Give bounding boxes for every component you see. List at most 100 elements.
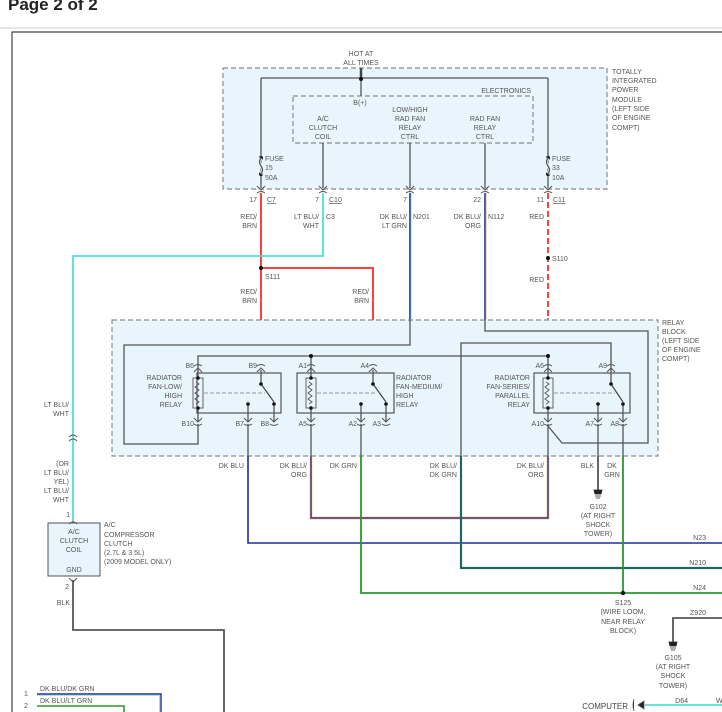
svg-text:W: W <box>716 698 722 705</box>
svg-text:SHOCK: SHOCK <box>586 522 611 529</box>
svg-text:SHOCK: SHOCK <box>661 673 686 680</box>
svg-text:RED: RED <box>529 277 544 284</box>
svg-text:7: 7 <box>403 197 407 204</box>
svg-text:A10: A10 <box>532 421 545 428</box>
wire-labels-bottom: DK BLU DK BLU/ORG DK GRN DK BLU/DK GRN D… <box>24 463 722 710</box>
header-divider <box>0 27 722 29</box>
svg-text:(AT RIGHT: (AT RIGHT <box>656 664 691 671</box>
svg-text:N201: N201 <box>413 214 430 221</box>
relay-fan-low-high <box>192 364 282 426</box>
svg-text:DK BLU/: DK BLU/ <box>380 214 407 221</box>
svg-text:RELAY: RELAY <box>662 320 685 327</box>
svg-text:A3: A3 <box>372 421 381 428</box>
svg-text:N24: N24 <box>693 585 706 592</box>
wire-n210 <box>459 456 722 570</box>
svg-text:TOWER): TOWER) <box>659 683 687 690</box>
svg-text:BRN: BRN <box>242 298 257 305</box>
svg-text:LT BLU/: LT BLU/ <box>44 470 69 477</box>
svg-text:OF ENGINE: OF ENGINE <box>612 115 651 122</box>
svg-text:RADIATOR: RADIATOR <box>146 375 182 382</box>
relay-block-internal-wiring <box>123 320 649 456</box>
svg-text:LT GRN: LT GRN <box>382 223 407 230</box>
svg-text:COMPT): COMPT) <box>612 125 640 132</box>
svg-text:FUSE: FUSE <box>552 156 571 163</box>
power-label: HOT AT <box>349 51 374 58</box>
relay-pin-labels: B6 B9 A1 A4 A6 A9 B10 B7 B8 A5 A2 A3 A10… <box>182 363 620 428</box>
svg-text:Z920: Z920 <box>690 610 706 617</box>
svg-text:GND: GND <box>66 567 82 574</box>
ground-g105: G105 (AT RIGHT SHOCK TOWER) <box>656 655 691 690</box>
wire-dk-blu-dk-grn <box>37 693 162 712</box>
svg-text:DK BLU/LT GRN: DK BLU/LT GRN <box>40 698 92 705</box>
svg-text:GRN: GRN <box>604 472 620 479</box>
svg-text:A8: A8 <box>610 421 619 428</box>
svg-text:50A: 50A <box>265 175 278 182</box>
svg-text:B10: B10 <box>182 421 195 428</box>
wire-lt-blu-wht <box>72 193 324 522</box>
wire-blk-compressor <box>72 580 225 712</box>
svg-text:17: 17 <box>249 197 257 204</box>
svg-text:S110: S110 <box>552 256 568 263</box>
svg-text:A1: A1 <box>298 363 307 370</box>
svg-text:FUSE: FUSE <box>265 156 284 163</box>
svg-text:RELAY: RELAY <box>399 125 422 132</box>
tipm-pin-labels: 17 C7 7 C10 7 22 11 C11 <box>249 197 565 204</box>
svg-text:LOW/HIGH: LOW/HIGH <box>392 107 427 114</box>
svg-text:1: 1 <box>66 512 70 519</box>
svg-text:A/C: A/C <box>68 529 80 536</box>
page-title: Page 2 of 2 <box>8 0 98 14</box>
ground-g102-icon <box>593 489 603 499</box>
svg-text:B7: B7 <box>235 421 244 428</box>
svg-text:C10: C10 <box>329 197 342 204</box>
svg-text:DK GRN: DK GRN <box>430 472 457 479</box>
svg-text:TOTALLY: TOTALLY <box>612 69 642 76</box>
svg-text:2: 2 <box>24 703 28 710</box>
svg-text:A7: A7 <box>585 421 594 428</box>
svg-text:(OR: (OR <box>56 461 69 468</box>
svg-text:RAD FAN: RAD FAN <box>470 116 500 123</box>
svg-text:33: 33 <box>552 165 560 172</box>
svg-text:BLK: BLK <box>581 463 595 470</box>
svg-text:TOWER): TOWER) <box>584 531 612 538</box>
svg-text:B8: B8 <box>260 421 269 428</box>
svg-text:CTRL: CTRL <box>401 134 419 141</box>
svg-text:DK BLU/: DK BLU/ <box>280 463 307 470</box>
svg-text:22: 22 <box>473 197 481 204</box>
svg-text:(AT RIGHT: (AT RIGHT <box>581 513 616 520</box>
wire-labels-top: RED/BRN LT BLU/WHT C3 DK BLU/LT GRN N201… <box>44 214 568 504</box>
svg-text:(LEFT SIDE: (LEFT SIDE <box>612 106 650 113</box>
svg-text:COIL: COIL <box>315 134 331 141</box>
svg-text:DK BLU/: DK BLU/ <box>517 463 544 470</box>
svg-text:G105: G105 <box>664 655 681 662</box>
svg-text:RED/: RED/ <box>240 289 257 296</box>
svg-text:DK BLU: DK BLU <box>219 463 244 470</box>
svg-text:A4: A4 <box>360 363 369 370</box>
svg-text:15: 15 <box>265 165 273 172</box>
svg-text:DK BLU/: DK BLU/ <box>454 214 481 221</box>
svg-text:S111: S111 <box>265 274 280 281</box>
svg-text:NEAR RELAY: NEAR RELAY <box>601 619 645 626</box>
computer-label: COMPUTER <box>582 702 628 711</box>
wire-z920 <box>672 617 722 642</box>
svg-text:FAN-MEDIUM/: FAN-MEDIUM/ <box>396 384 442 391</box>
svg-text:DK: DK <box>607 463 617 470</box>
svg-text:OF ENGINE: OF ENGINE <box>662 347 701 354</box>
ac-compressor-clutch-coil <box>47 522 101 577</box>
svg-text:2: 2 <box>65 584 69 591</box>
svg-text:LT BLU/: LT BLU/ <box>294 214 319 221</box>
svg-text:LT BLU/: LT BLU/ <box>44 402 69 409</box>
svg-text:(LEFT SIDE: (LEFT SIDE <box>662 338 700 345</box>
svg-text:RED/: RED/ <box>240 214 257 221</box>
svg-text:B6: B6 <box>185 363 194 370</box>
svg-text:WHT: WHT <box>53 411 70 418</box>
svg-text:HIGH: HIGH <box>165 393 183 400</box>
svg-text:DK GRN: DK GRN <box>330 463 357 470</box>
svg-text:BLOCK: BLOCK <box>662 329 686 336</box>
tipm-power-lines <box>258 68 551 188</box>
svg-text:BRN: BRN <box>354 298 369 305</box>
